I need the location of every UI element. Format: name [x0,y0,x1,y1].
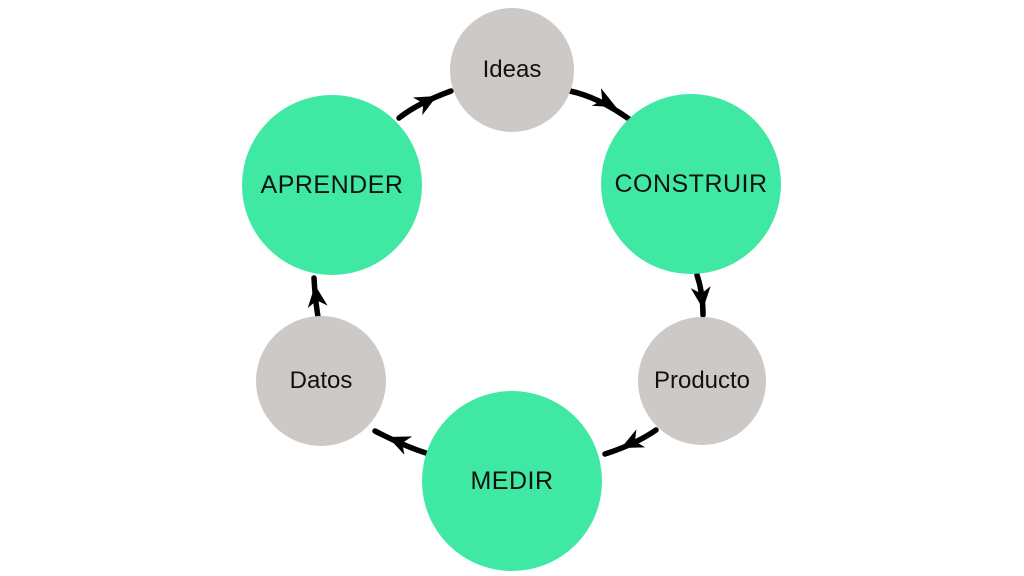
arrowhead-medir-to-datos [388,436,413,455]
node-construir: CONSTRUIR [601,94,781,274]
node-producto-label: Producto [653,367,751,394]
arrow-aprender-to-ideas [396,88,454,121]
node-ideas-label: Ideas [482,56,542,83]
node-datos-label: Datos [289,367,353,394]
node-ideas: Ideas [450,8,574,132]
node-construir-label: CONSTRUIR [614,169,768,198]
node-datos: Datos [256,316,386,446]
arrowhead-datos-to-aprender [307,285,328,309]
node-aprender: APRENDER [242,95,422,275]
arrowhead-aprender-to-ideas [412,96,437,116]
arrowhead-ideas-to-construir [591,88,616,107]
arrowhead-producto-to-medir [621,429,646,448]
node-aprender-label: APRENDER [260,170,404,199]
node-producto: Producto [638,317,766,445]
arrow-ideas-to-construir [567,88,632,122]
node-medir-label: MEDIR [470,466,554,495]
node-medir: MEDIR [422,391,602,571]
arrowhead-construir-to-producto [690,286,711,309]
